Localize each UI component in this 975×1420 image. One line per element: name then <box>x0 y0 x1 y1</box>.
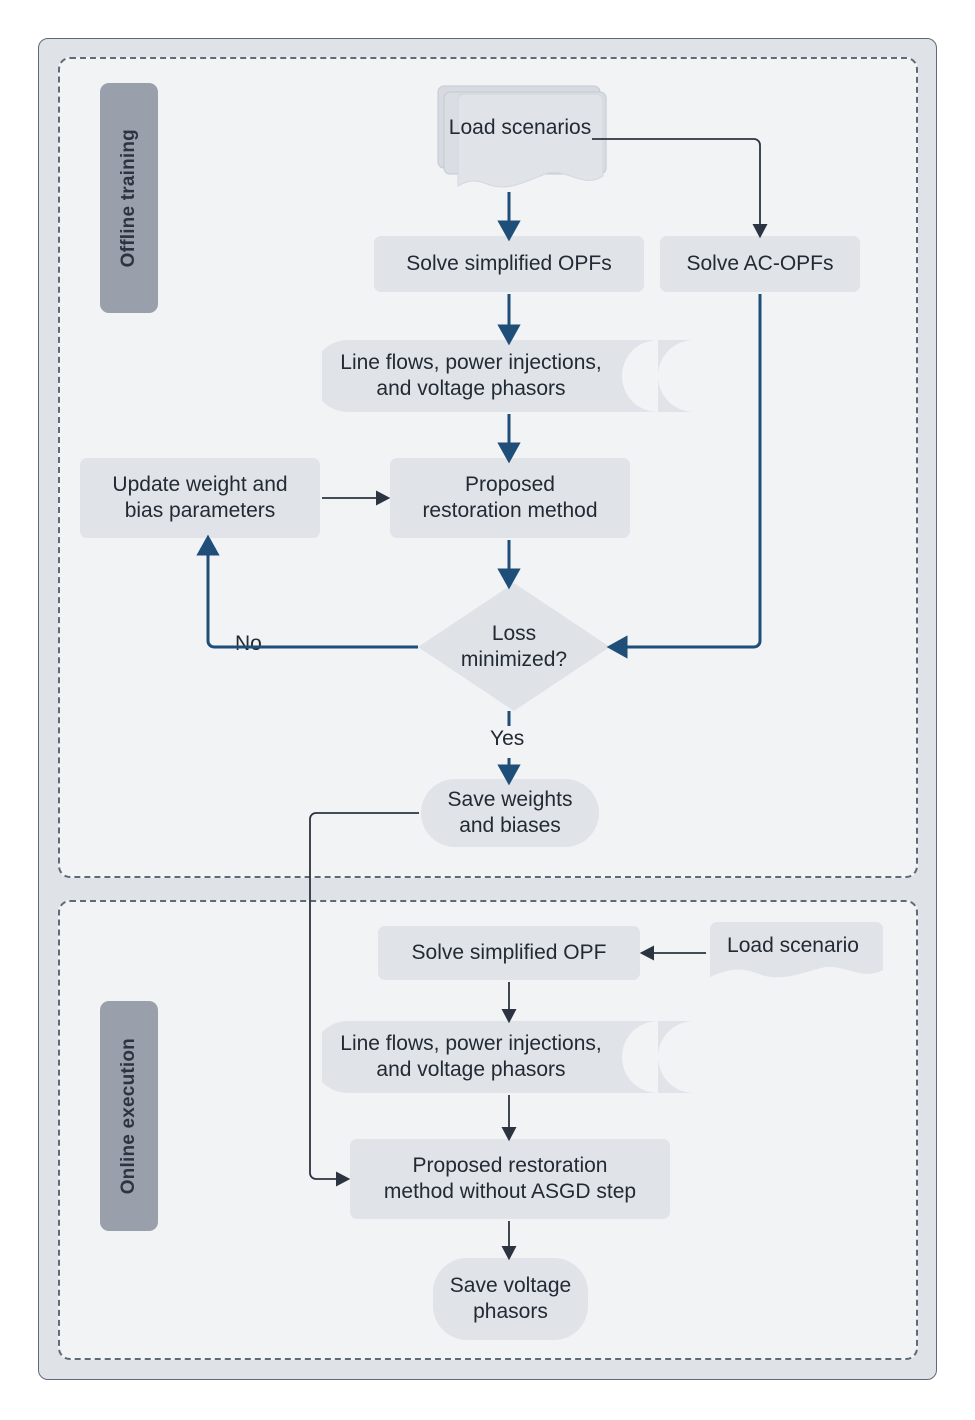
node-proposed-restoration-method[interactable]: Proposed restoration method <box>390 458 630 538</box>
node-load-scenarios[interactable]: Load scenarios <box>432 80 608 200</box>
edge-label-yes: Yes <box>487 727 528 751</box>
node-load-scenarios-label: Load scenarios <box>448 116 592 140</box>
load-scenarios-stack-shape <box>437 85 607 188</box>
section-label-online-execution: Online execution <box>100 1001 158 1231</box>
node-load-scenario[interactable]: Load scenario <box>703 922 883 986</box>
section-label-offline-text: Offline training <box>118 128 139 268</box>
node-solve-simplified-opf[interactable]: Solve simplified OPF <box>378 926 640 980</box>
section-label-online-text: Online execution <box>118 1037 139 1195</box>
node-line-flows-offline-label: Line flows, power injections, and voltag… <box>340 350 602 400</box>
load-scenario-doc-shape <box>710 922 883 978</box>
node-loss-minimized-decision[interactable]: Loss minimized? <box>418 583 610 711</box>
node-proposed-restoration-method-without-asgd[interactable]: Proposed restoration method without ASGD… <box>350 1139 670 1219</box>
node-line-flows-online[interactable]: Line flows, power injections, and voltag… <box>312 1021 694 1093</box>
node-solve-ac-opfs[interactable]: Solve AC-OPFs <box>660 236 860 292</box>
node-loss-minimized-label: Loss minimized? <box>460 621 568 671</box>
section-label-offline-training: Offline training <box>100 83 158 313</box>
node-update-weight-bias-parameters[interactable]: Update weight and bias parameters <box>80 458 320 538</box>
node-save-weights-and-biases[interactable]: Save weights and biases <box>421 779 599 847</box>
edge-label-no: No <box>232 632 265 656</box>
node-load-scenario-label: Load scenario <box>727 934 859 958</box>
node-line-flows-online-label: Line flows, power injections, and voltag… <box>340 1031 602 1081</box>
node-save-voltage-phasors[interactable]: Save voltage phasors <box>433 1258 588 1340</box>
node-line-flows-offline[interactable]: Line flows, power injections, and voltag… <box>312 340 694 412</box>
diamond-shape <box>418 583 610 711</box>
node-solve-simplified-opfs[interactable]: Solve simplified OPFs <box>374 236 644 292</box>
